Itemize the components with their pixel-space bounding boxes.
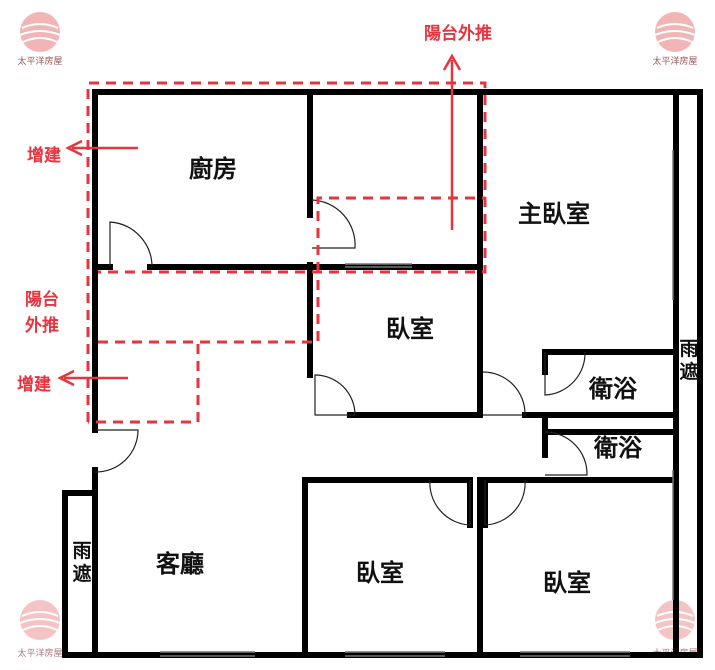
- svg-text:太平洋房屋: 太平洋房屋: [652, 55, 697, 67]
- logo-bottom-left: 太平洋房屋: [17, 600, 63, 659]
- logo-top-left: 太平洋房屋: [17, 12, 63, 67]
- svg-text:太平洋房屋: 太平洋房屋: [17, 55, 62, 67]
- room-bedroom-bottom-left: 臥室: [356, 559, 404, 587]
- room-master-bedroom: 主臥室: [518, 200, 590, 228]
- extension-label: 增建: [27, 145, 61, 166]
- canopy-right-1: 雨: [679, 338, 698, 360]
- extension-label-bottom: 增建: [17, 374, 51, 395]
- canopy-left-2: 遮: [72, 562, 91, 585]
- balcony-label-line2: 外推: [25, 315, 59, 336]
- room-kitchen: 廚房: [189, 155, 237, 183]
- canopy-right-2: 遮: [679, 360, 698, 383]
- arrows: [57, 53, 462, 387]
- extension-outlines: [86, 81, 487, 424]
- room-living: 客廳: [156, 550, 204, 578]
- balcony-extension-label: 陽台外推: [424, 23, 492, 44]
- logo-top-right: 太平洋房屋: [652, 12, 698, 67]
- room-bath-2: 衛浴: [593, 434, 643, 462]
- balcony-label-line1: 陽台: [25, 289, 59, 310]
- canopy-left-1: 雨: [72, 540, 91, 562]
- room-bath-1: 衛浴: [588, 375, 638, 403]
- walls: [62, 89, 703, 658]
- svg-text:太平洋房屋: 太平洋房屋: [17, 647, 62, 659]
- windows: [160, 150, 674, 657]
- doors: [94, 199, 588, 526]
- room-bedroom-middle: 臥室: [386, 315, 434, 343]
- room-bedroom-bottom-right: 臥室: [543, 569, 591, 597]
